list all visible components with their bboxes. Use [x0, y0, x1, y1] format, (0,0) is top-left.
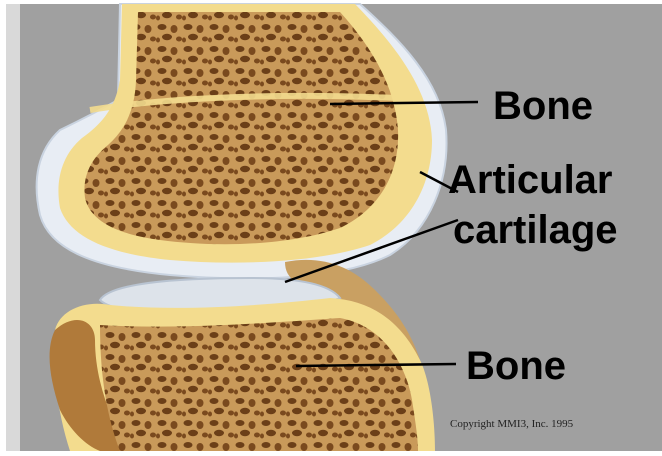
label-articular: Articular [448, 160, 613, 200]
label-cartilage: cartilage [453, 210, 618, 250]
label-bone-bottom: Bone [466, 346, 566, 386]
label-bone-top: Bone [493, 86, 593, 126]
lower-spongy-bone [100, 318, 418, 451]
copyright-notice: Copyright MMI3, Inc. 1995 [450, 418, 573, 430]
